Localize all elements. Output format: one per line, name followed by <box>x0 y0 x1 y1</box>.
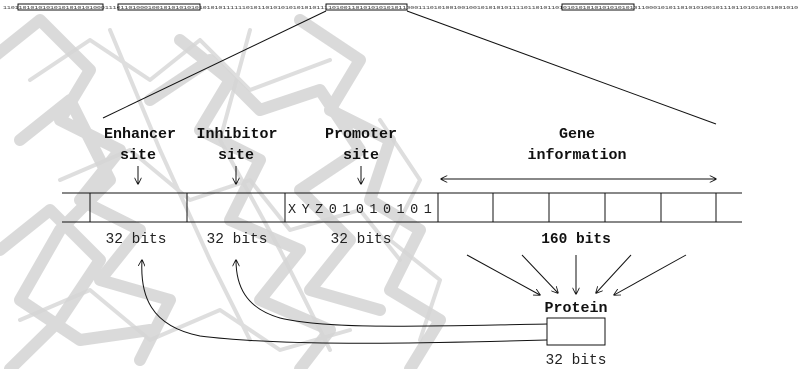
bitstring-seg: 1010101011111101011010101010101011 <box>191 5 325 11</box>
protein-size: 32 bits <box>546 353 607 369</box>
promoter-size: 32 bits <box>331 232 392 248</box>
bitstring-seg: 111 <box>105 5 117 11</box>
gene-label-line1: Gene <box>559 126 595 143</box>
enhancer-label-line2: site <box>120 147 156 164</box>
gene-size: 160 bits <box>541 232 611 248</box>
background-watermark <box>0 20 440 369</box>
bitstring-seg: 110100110101010101011 <box>324 5 407 11</box>
enhancer-label-line1: Enhancer <box>104 126 176 143</box>
protein-label: Protein <box>544 300 607 317</box>
zoom-line-right <box>407 11 716 124</box>
gene-label: Gene information <box>527 126 626 164</box>
inhibitor-size: 32 bits <box>207 232 268 248</box>
bitstring-seg: 1011000101011010101001011101101010101001… <box>630 5 799 11</box>
inhibitor-label-line1: Inhibitor <box>196 126 277 143</box>
translation-arrow <box>596 255 631 293</box>
promoter-label-line1: Promoter <box>325 126 397 143</box>
protein-box <box>547 318 605 345</box>
inhibitor-label-line2: site <box>218 147 254 164</box>
bitstring-seg: 000111010100100100101010101111011010110 <box>406 5 559 11</box>
bitstring-seg: 101010101010101010 <box>559 5 630 11</box>
bitstring-seg: 1101 <box>3 5 19 11</box>
promoter-sequence: XYZ01010101 <box>288 203 433 218</box>
bitstring-seg: 0110100010010101010 <box>117 5 192 11</box>
gene-label-line2: information <box>527 147 626 164</box>
genome-strip: XYZ01010101 <box>62 193 742 222</box>
translation-arrow <box>467 255 540 295</box>
translation-arrow <box>522 255 558 293</box>
promoter-label-line2: site <box>343 147 379 164</box>
bitstring-seg: 1010101010101010101000 <box>19 5 106 11</box>
enhancer-size: 32 bits <box>106 232 167 248</box>
